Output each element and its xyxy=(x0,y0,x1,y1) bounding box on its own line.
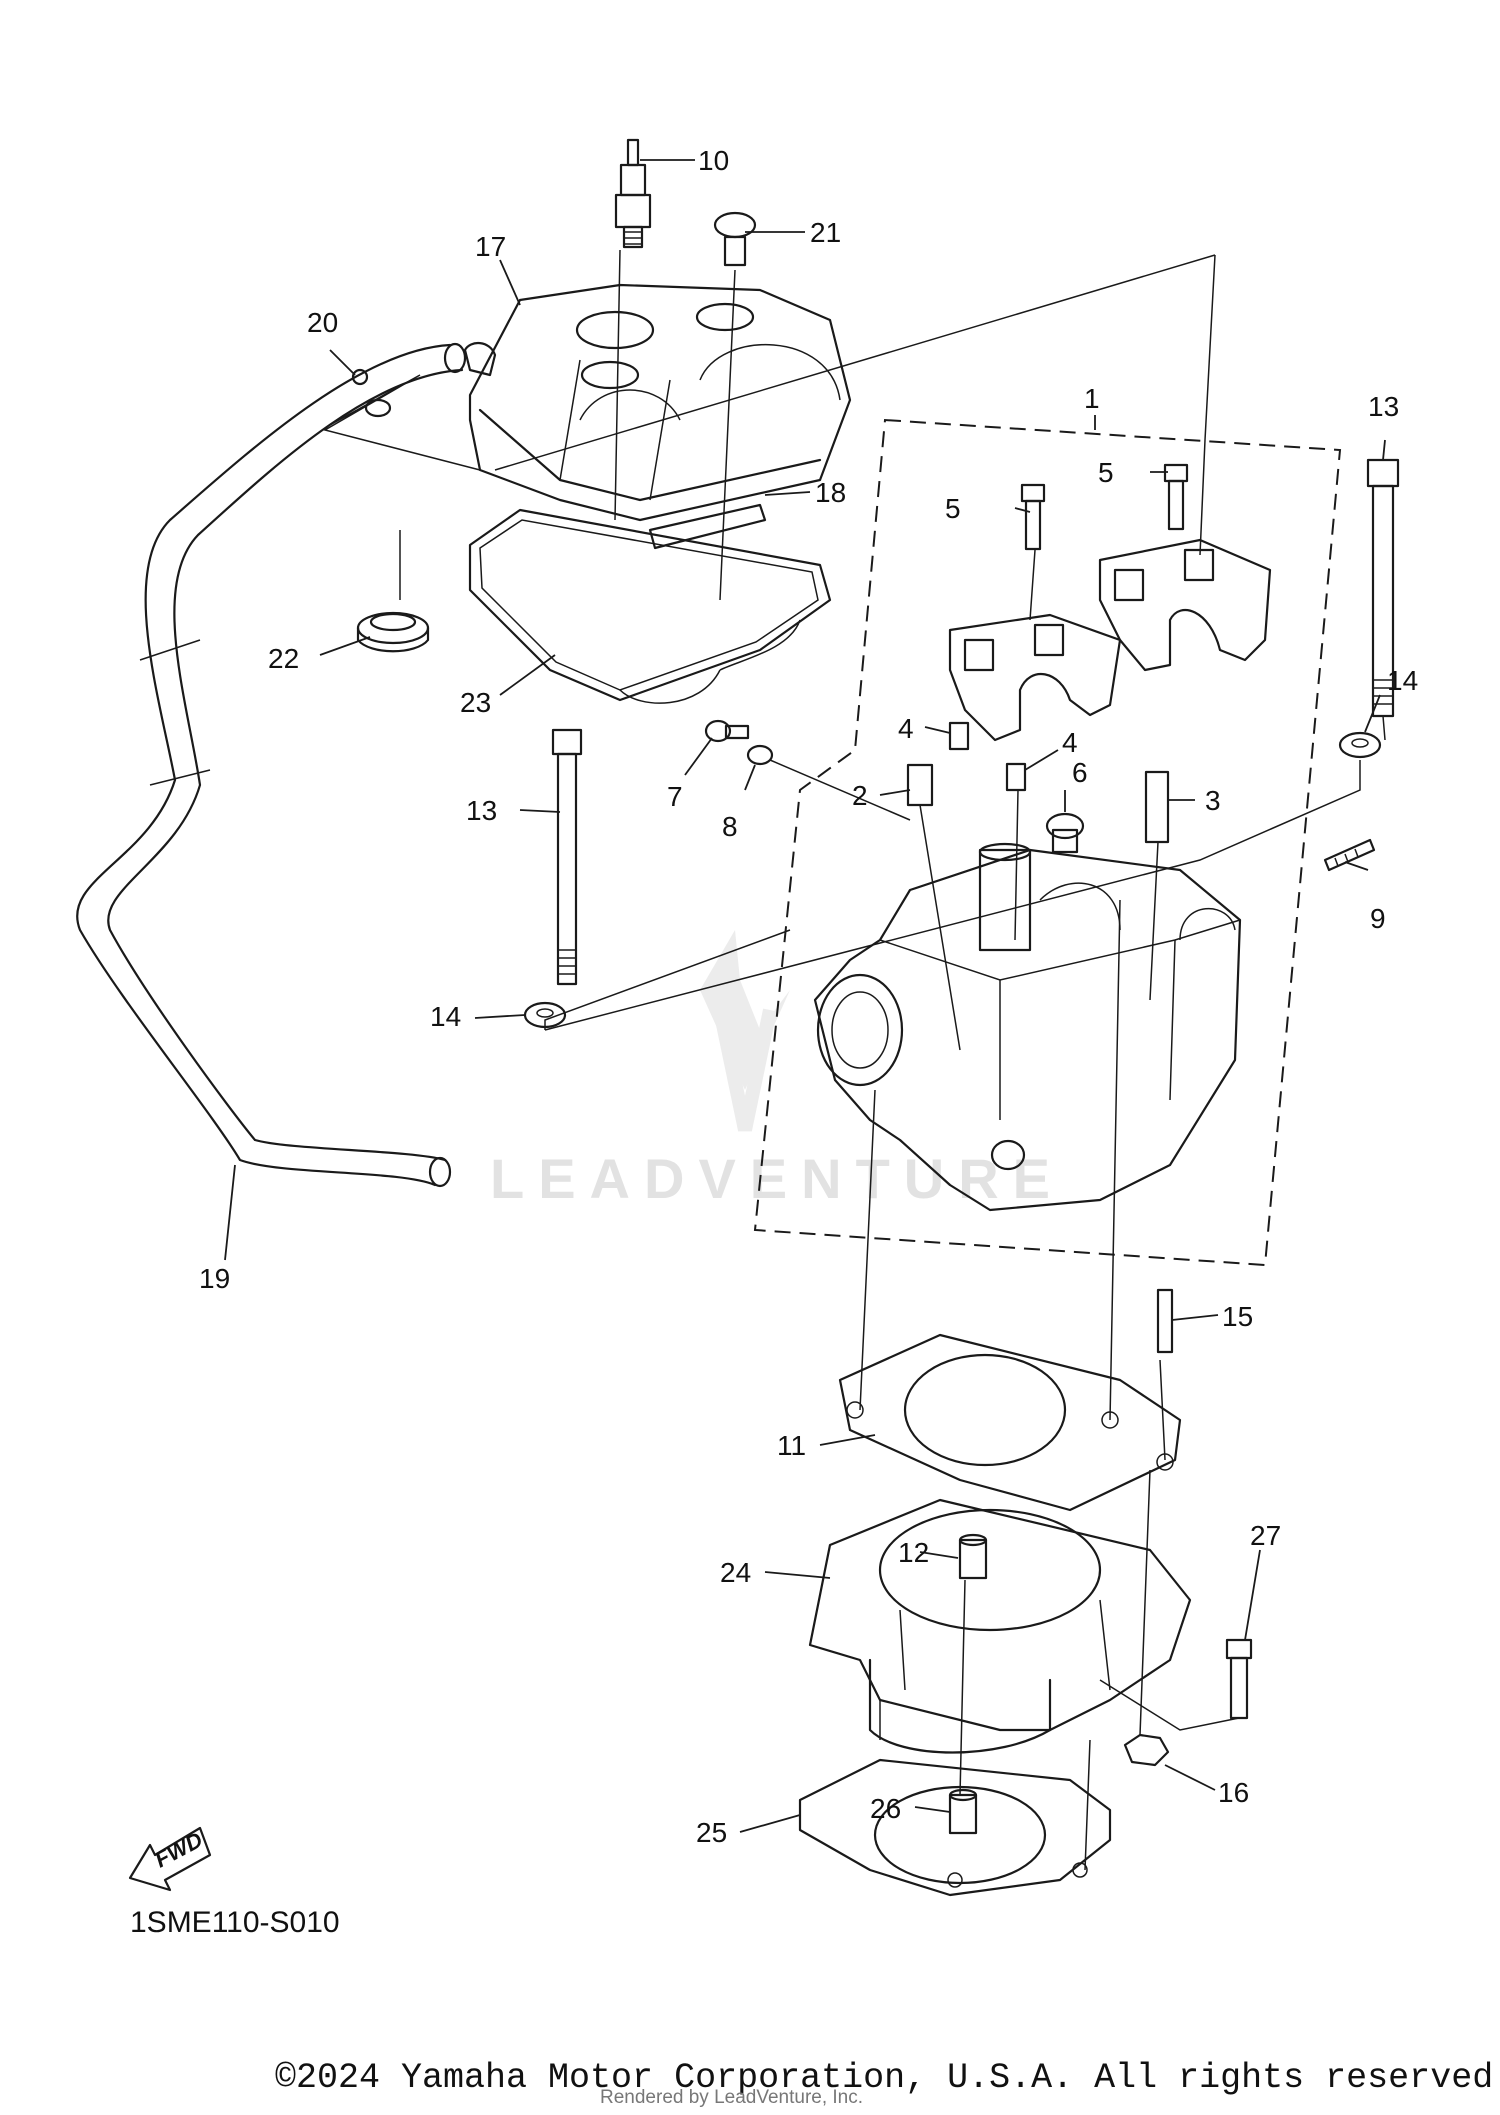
breather-hose xyxy=(76,342,467,1188)
cylinder xyxy=(808,1498,1192,1754)
callout-4-left: 4 xyxy=(898,713,914,744)
callout-20: 20 xyxy=(307,307,338,338)
callout-13-left: 13 xyxy=(466,795,497,826)
callout-6: 6 xyxy=(1072,757,1088,788)
chain-guide-plate xyxy=(648,503,767,550)
callout-19: 19 xyxy=(199,1263,230,1294)
fwd-label: FWD xyxy=(151,1827,207,1873)
watermark: LEADVENTURE xyxy=(490,930,1064,1210)
callout-13-right: 13 xyxy=(1368,391,1399,422)
callout-8: 8 xyxy=(722,811,738,842)
callout-14-right: 14 xyxy=(1387,665,1418,696)
cylinder-head-cover xyxy=(463,283,852,522)
cylinder-head-assembly-boundary xyxy=(753,418,1342,1267)
cylinder-bolt xyxy=(1225,1638,1253,1720)
camshaft-cap-right xyxy=(1098,538,1272,672)
callout-27: 27 xyxy=(1250,1520,1281,1551)
dowel-pins xyxy=(948,721,1027,792)
callout-17: 17 xyxy=(475,231,506,262)
stud-bolt xyxy=(1323,838,1376,872)
cylinder-dowels xyxy=(948,1533,988,1835)
alignment-lines xyxy=(323,249,1386,1871)
copyright-notice: ©2024 Yamaha Motor Corporation, U.S.A. A… xyxy=(275,2058,1500,2098)
callout-9: 9 xyxy=(1370,903,1386,934)
callout-7: 7 xyxy=(667,781,683,812)
callout-24: 24 xyxy=(720,1557,751,1588)
grommet xyxy=(356,611,430,653)
spark-plug xyxy=(614,138,652,249)
callout-3: 3 xyxy=(1205,785,1221,816)
camshaft-cap-left xyxy=(948,613,1122,742)
head-bolt-long-left xyxy=(551,728,583,986)
callout-26: 26 xyxy=(870,1793,901,1824)
callout-15: 15 xyxy=(1222,1301,1253,1332)
callout-5-right: 5 xyxy=(1098,457,1114,488)
head-cover-gasket xyxy=(468,508,832,704)
leader-lines xyxy=(224,159,1386,1833)
head-small-parts xyxy=(906,763,1170,854)
cylinder-stud xyxy=(1156,1288,1174,1354)
callout-12: 12 xyxy=(898,1537,929,1568)
callout-1: 1 xyxy=(1084,383,1100,414)
callout-14-left: 14 xyxy=(430,1001,461,1032)
callout-11: 11 xyxy=(777,1430,806,1461)
callout-labels: 10 21 17 20 18 22 23 1 5 5 4 4 2 6 3 7 8… xyxy=(199,145,1418,1848)
callout-16: 16 xyxy=(1218,1777,1249,1808)
callout-2: 2 xyxy=(852,780,868,811)
callout-5-left: 5 xyxy=(945,493,961,524)
callout-21: 21 xyxy=(810,217,841,248)
callout-10: 10 xyxy=(698,145,729,176)
cylinder-base-gasket xyxy=(798,1758,1112,1897)
fwd-arrow-icon: FWD xyxy=(128,1827,212,1892)
watermark-text: LEADVENTURE xyxy=(490,1147,1064,1210)
callout-18: 18 xyxy=(815,477,846,508)
diagram-code: 1SME110-S010 xyxy=(130,1906,340,1939)
callout-4-right: 4 xyxy=(1062,727,1078,758)
bolt-and-washer xyxy=(704,719,774,766)
callout-23: 23 xyxy=(460,687,491,718)
cap-bolts xyxy=(1020,463,1189,551)
cylinder-head xyxy=(813,842,1242,1212)
cylinder-head-gasket xyxy=(838,1333,1182,1512)
rendered-by-notice: Rendered by LeadVenture, Inc. xyxy=(600,2087,864,2108)
callout-25: 25 xyxy=(696,1817,727,1848)
washers xyxy=(523,731,1382,1029)
callout-22: 22 xyxy=(268,643,299,674)
flange-nut xyxy=(1123,1733,1170,1767)
cover-bolt xyxy=(713,211,757,267)
